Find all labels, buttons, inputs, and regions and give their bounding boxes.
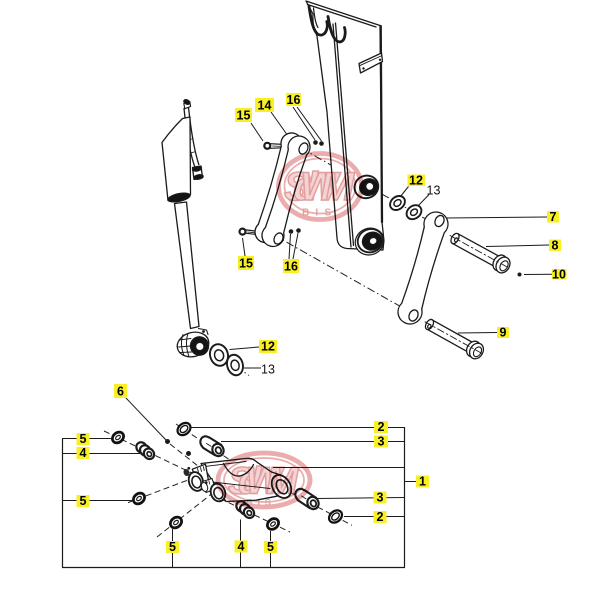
- svg-text:3: 3: [378, 435, 385, 449]
- svg-text:4: 4: [80, 446, 87, 460]
- svg-text:5: 5: [267, 540, 274, 554]
- svg-text:14: 14: [258, 99, 272, 113]
- svg-text:2: 2: [378, 420, 385, 434]
- svg-text:10: 10: [552, 268, 566, 282]
- svg-text:13: 13: [427, 184, 441, 198]
- svg-text:SdWM: SdWM: [228, 461, 299, 503]
- svg-text:7: 7: [550, 210, 557, 224]
- svg-text:5: 5: [169, 540, 176, 554]
- svg-text:12: 12: [261, 340, 275, 354]
- svg-text:SdWM: SdWM: [284, 165, 356, 209]
- svg-text:8: 8: [552, 239, 559, 253]
- svg-text:3: 3: [377, 491, 384, 505]
- svg-text:4: 4: [238, 540, 245, 554]
- svg-text:6: 6: [117, 385, 124, 399]
- svg-text:16: 16: [287, 93, 301, 107]
- svg-text:15: 15: [237, 109, 251, 123]
- svg-text:15: 15: [239, 257, 253, 271]
- svg-text:16: 16: [284, 260, 298, 274]
- svg-text:5: 5: [80, 432, 87, 446]
- svg-text:BIS: BIS: [246, 498, 274, 509]
- svg-text:5: 5: [80, 494, 87, 508]
- svg-text:BIS: BIS: [302, 208, 334, 219]
- svg-text:1: 1: [419, 475, 426, 489]
- svg-text:2: 2: [377, 510, 384, 524]
- svg-text:9: 9: [500, 326, 507, 340]
- svg-text:12: 12: [409, 174, 423, 188]
- svg-text:13: 13: [261, 363, 275, 377]
